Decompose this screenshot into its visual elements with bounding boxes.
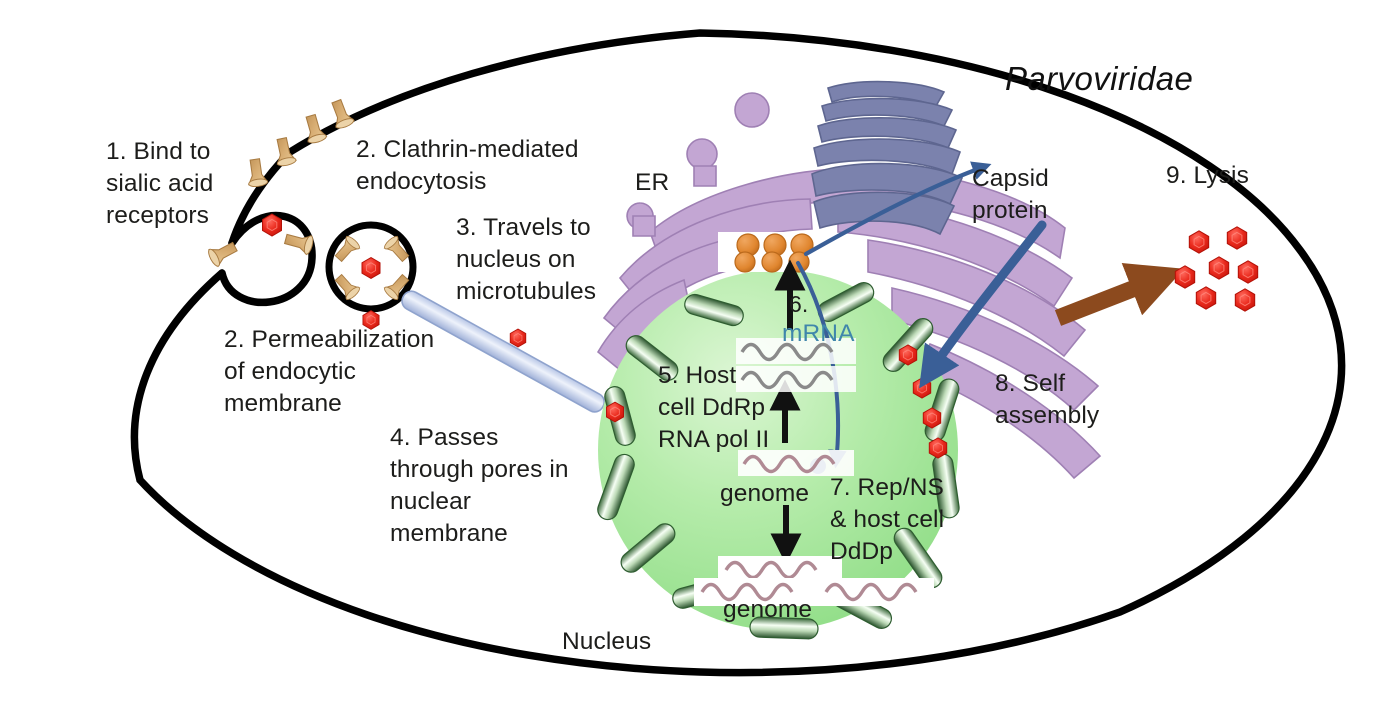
step-2-clathrin-label: 2. Clathrin-mediated endocytosis [356, 136, 579, 195]
step-3-label: 3. Travels to nucleus on microtubules [456, 214, 597, 305]
er-label: ER [635, 169, 670, 196]
genome-label-upper: genome [720, 480, 810, 507]
endoplasmic-reticulum [596, 92, 1102, 480]
mrna-label: mRNA [782, 320, 855, 347]
step-8-label: 8. Self assembly [995, 370, 1100, 429]
nucleus-label: Nucleus [562, 628, 652, 655]
mrna-strand-2 [740, 370, 834, 390]
virion-at-nuclear-pore [606, 401, 624, 423]
er-vesicle [734, 92, 770, 128]
step-7-label: 7. Rep/NS & host cell DdDp [830, 474, 945, 565]
genome-strand-a [724, 560, 818, 580]
nucleic-acid-strands [694, 338, 934, 606]
genome-strand-b [700, 582, 794, 602]
step-2-permeabilization-label: 2. Permeabilization of endocytic membran… [224, 326, 435, 417]
virion-on-microtubule [509, 328, 527, 348]
figure-title: Parvoviridae [1005, 60, 1194, 97]
step-6-number-label: 6. [789, 291, 809, 317]
genome-strand-c [824, 582, 918, 602]
endosome-vesicle [325, 221, 417, 313]
virion-bound [262, 213, 282, 237]
capsid-protein-label: Capsid protein [972, 165, 1049, 224]
arrow-self-assembly [919, 220, 1047, 389]
microtubule [401, 290, 605, 413]
ribosomes [718, 232, 828, 273]
arrow-capsid-to-cytoplasm [803, 161, 992, 257]
step-4-label: 4. Passes through pores in nuclear membr… [390, 424, 569, 547]
step-9-label: 9. Lysis [1166, 162, 1249, 189]
mrna-strand-1 [740, 342, 834, 362]
genome-label-lower: genome [723, 596, 813, 623]
genome-strand-upper [742, 454, 836, 474]
step-5-label: 5. Host cell DdRp RNA pol II [658, 362, 770, 453]
lysis-arrow [1054, 263, 1185, 326]
step-1-label: 1. Bind to sialic acid receptors [106, 138, 214, 229]
process-arrows [769, 259, 806, 565]
